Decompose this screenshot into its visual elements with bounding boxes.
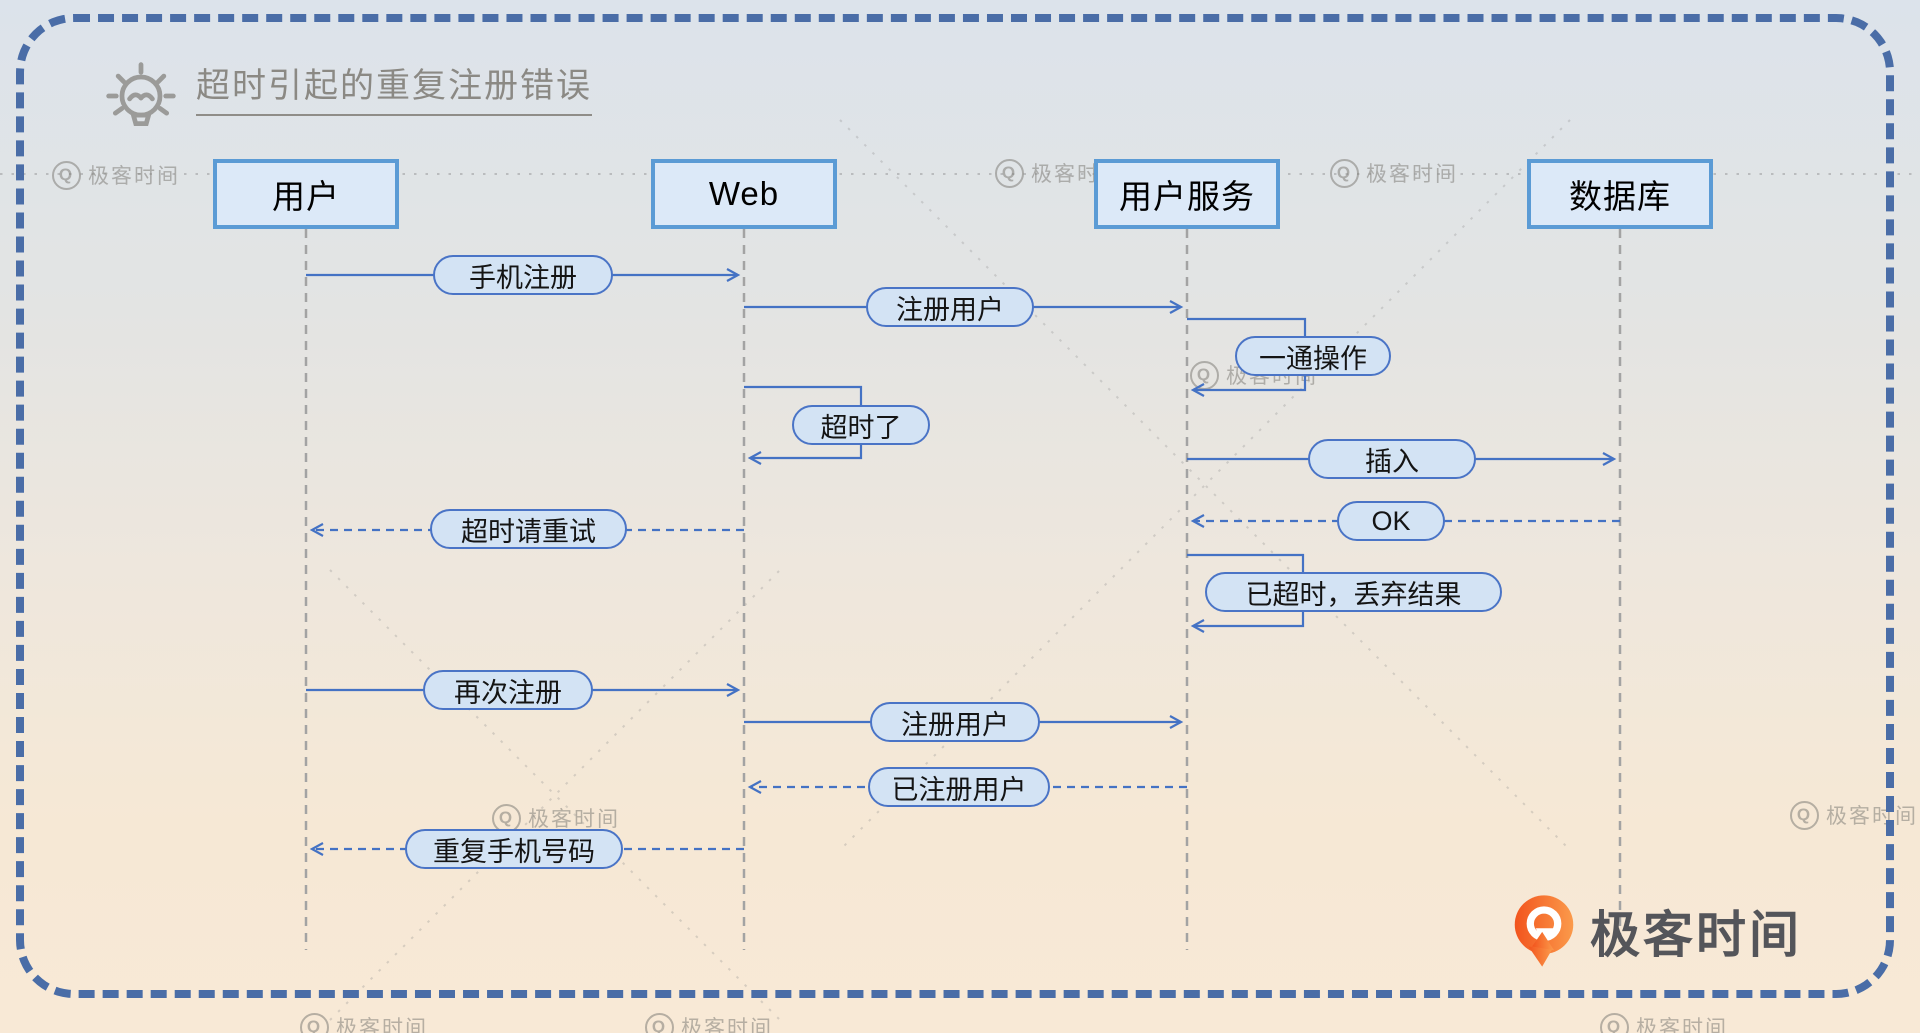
message-pill-ok: OK	[1337, 501, 1445, 541]
message-pill-timeout-discard: 已超时，丢弃结果	[1205, 572, 1502, 612]
lifelines	[304, 229, 1622, 950]
title-block: 超时引起的重复注册错误	[98, 58, 592, 136]
message-pill-register-again: 再次注册	[423, 670, 593, 710]
geektime-logo-text: 极客时间	[1590, 907, 1802, 963]
geektime-logo: 极客时间	[1512, 893, 1802, 969]
actor-service: 用户服务	[1094, 159, 1280, 229]
message-pill-timeout-retry: 超时请重试	[430, 509, 627, 549]
message-pill-timed-out: 超时了	[792, 405, 930, 445]
message-pill-some-operation: 一通操作	[1235, 336, 1391, 376]
page-title: 超时引起的重复注册错误	[196, 58, 592, 116]
message-pill-duplicate-phone: 重复手机号码	[405, 829, 623, 869]
actor-user: 用户	[213, 159, 399, 229]
message-pill-registered-user: 已注册用户	[868, 767, 1050, 807]
message-pill-register-user-1: 注册用户	[866, 287, 1034, 327]
lightbulb-icon	[106, 62, 176, 127]
geektime-logo-icon	[1514, 895, 1574, 967]
actor-web: Web	[651, 159, 837, 229]
message-pill-insert: 插入	[1308, 439, 1476, 479]
dashed-frame-border	[16, 14, 1894, 998]
actor-database: 数据库	[1527, 159, 1713, 229]
message-pill-phone-register: 手机注册	[433, 255, 613, 295]
message-pill-register-user-2: 注册用户	[870, 702, 1040, 742]
